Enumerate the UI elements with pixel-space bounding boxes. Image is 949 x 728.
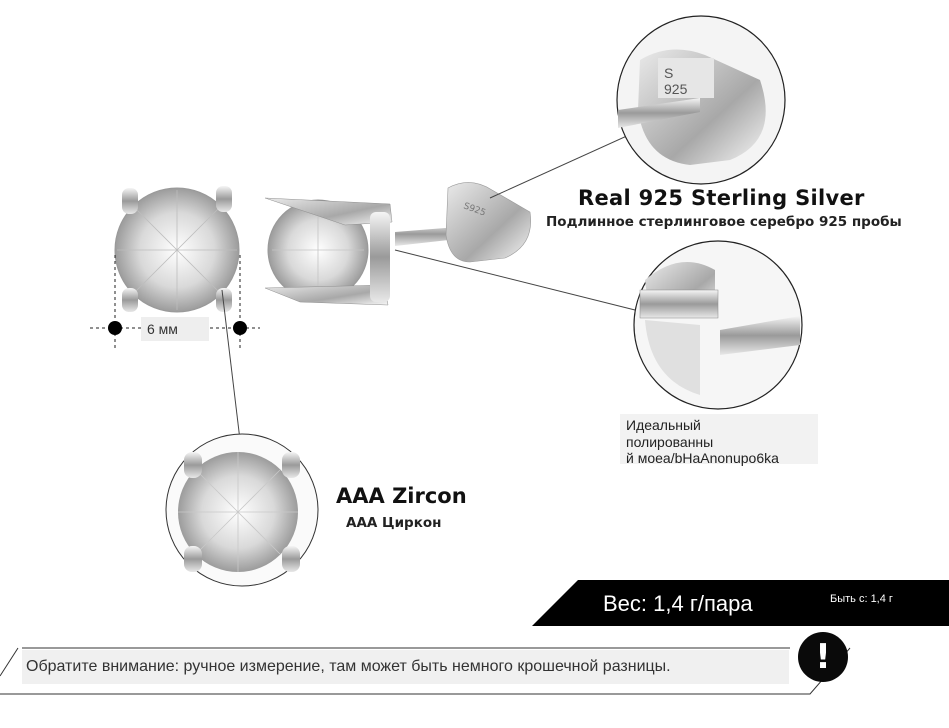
stamp-925: 925: [664, 81, 688, 97]
earring-front-view: [114, 186, 240, 313]
exclamation-icon: !: [798, 632, 848, 682]
magnified-zircon: [165, 433, 319, 587]
weight-small-label: Быть с: 1,4 г: [830, 593, 893, 605]
earring-side-view: S925: [264, 182, 532, 306]
polish-line: й моеа/bHaAnonupo6ka: [626, 450, 779, 466]
notice-text: Обратите внимание: ручное измерение, там…: [22, 650, 789, 684]
zircon-subtitle: ААА Циркон: [346, 515, 442, 531]
notice-frame-left: [0, 647, 19, 677]
zircon-title: AAA Zircon: [336, 484, 467, 508]
polish-caption: Идеальный полированны й моеа/bHaAnonupo6…: [620, 414, 818, 466]
dimension-dot-left: [108, 321, 122, 335]
stamp-s: S: [664, 65, 673, 81]
silver-subtitle: Подлинное стерлинговое серебро 925 пробы: [546, 214, 902, 230]
weight-label-bg: [598, 586, 808, 622]
polish-line: полированны: [626, 433, 714, 450]
magnified-polished-prong: [633, 240, 803, 410]
size-label: 6 мм: [141, 317, 209, 341]
callout-lines: [221, 129, 641, 441]
dimension-dot-right: [233, 321, 247, 335]
silver-title: Real 925 Sterling Silver: [578, 186, 865, 210]
weight-label: Вес: 1,4 г/пара: [603, 591, 753, 616]
magnified-silver-back: S 925: [616, 15, 786, 185]
polish-line: Идеальный: [626, 417, 701, 433]
